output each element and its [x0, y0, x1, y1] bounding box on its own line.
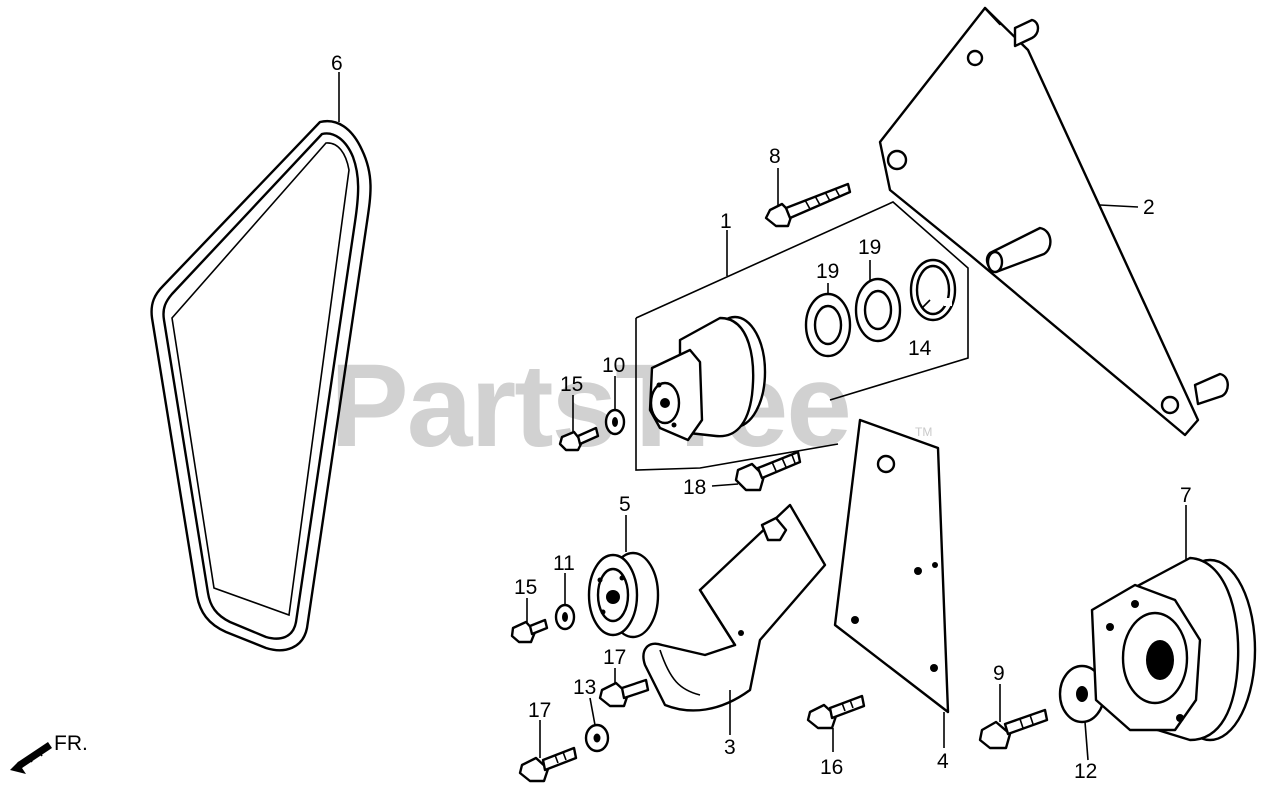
bolt-part-16[interactable] — [806, 694, 866, 730]
bolt-part-17a[interactable] — [598, 678, 650, 708]
callout-4: 4 — [937, 750, 949, 773]
idler-pulley-part-5[interactable] — [587, 551, 660, 639]
svg-text:FR.: FR. — [54, 732, 88, 755]
callout-14: 14 — [908, 337, 932, 360]
callout-11: 11 — [553, 552, 575, 575]
bolt-part-18[interactable] — [734, 450, 802, 492]
svg-text:TM: TM — [915, 425, 932, 439]
callout-2: 2 — [1143, 196, 1155, 219]
callout-labels: 6 1 2 8 19 19 14 10 15 18 5 11 15 17 13 … — [331, 52, 1192, 783]
tension-arm-part-3[interactable] — [642, 503, 827, 712]
callout-18: 18 — [683, 476, 706, 499]
callout-9: 9 — [993, 662, 1005, 685]
nut-part-10[interactable] — [604, 408, 626, 436]
bracket-part-4[interactable] — [833, 418, 950, 714]
callout-10: 10 — [602, 354, 625, 377]
callout-13: 13 — [573, 676, 596, 699]
callout-15a: 15 — [560, 373, 583, 396]
bearing-part-19a[interactable] — [804, 292, 852, 358]
callout-19a: 19 — [816, 260, 839, 283]
watermark: PartsTree TM — [330, 340, 932, 472]
callout-1: 1 — [720, 210, 732, 233]
washer-part-13[interactable] — [584, 723, 610, 753]
bolt-part-15b[interactable] — [510, 618, 549, 644]
callout-16: 16 — [820, 756, 843, 779]
plate-part-2[interactable] — [878, 6, 1229, 437]
assembly-box-part-1 — [635, 201, 969, 471]
callout-5: 5 — [619, 493, 631, 516]
belt-part-6[interactable] — [150, 119, 372, 652]
callout-17b: 17 — [528, 699, 551, 722]
callout-19b: 19 — [858, 236, 881, 259]
front-direction-marker: FR. — [10, 732, 88, 774]
callout-15b: 15 — [514, 576, 537, 599]
callout-17a: 17 — [603, 646, 626, 669]
callout-6: 6 — [331, 52, 343, 75]
callout-3: 3 — [724, 736, 736, 759]
bolt-part-8[interactable] — [764, 182, 852, 228]
leader-lines — [338, 72, 1187, 761]
pulley-housing[interactable] — [648, 315, 767, 442]
callout-7: 7 — [1180, 484, 1192, 507]
nut-part-11[interactable] — [554, 603, 576, 631]
bolt-part-15a[interactable] — [558, 426, 600, 452]
bolt-part-17b[interactable] — [518, 746, 578, 783]
washer-part-12[interactable] — [1058, 664, 1106, 724]
bearing-part-19b[interactable] — [854, 277, 902, 343]
callout-12: 12 — [1074, 760, 1097, 783]
callout-8: 8 — [769, 145, 781, 168]
bolt-part-9[interactable] — [978, 708, 1049, 750]
pulley-part-7[interactable] — [1090, 556, 1257, 742]
svg-text:PartsTree: PartsTree — [330, 340, 850, 472]
snap-ring-part-14[interactable] — [909, 258, 957, 322]
